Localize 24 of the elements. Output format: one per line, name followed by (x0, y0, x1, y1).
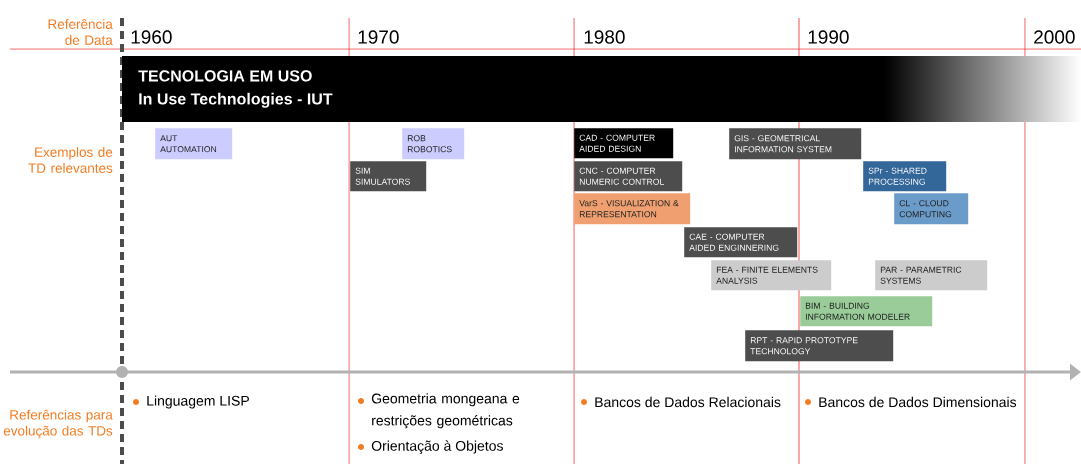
bullet-item: Orientação à Objetos (358, 440, 503, 454)
bullet-item: Linguagem LISP (133, 395, 249, 409)
tech-box: SPr - SHARED PROCESSING (863, 161, 947, 192)
bullet-item: Geometria mongeana e restrições geométricas (358, 393, 520, 429)
tech-box: FEA - FINITE ELEMENTS ANALYSIS (711, 260, 832, 291)
tech-box: RPT - RAPID PROTOTYPE TECHNOLOGY (745, 330, 894, 362)
timeline-band: TECNOLOGIA EM USO In Use Technologies - IUT (122, 56, 1081, 122)
tech-box: CAD - COMPUTER AIDED DESIGN (574, 128, 674, 159)
tech-box: VarS - VISUALIZATION & REPRESENTATION (574, 193, 691, 225)
tech-box: SIM SIMULATORS (350, 161, 427, 192)
bullet-item: Bancos de Dados Dimensionais (805, 396, 1017, 408)
tech-box: ROB ROBOTICS (402, 128, 465, 160)
tech-box: BIM - BUILDING INFORMATION MODELER (800, 296, 933, 327)
year-label: 2000 (1034, 30, 1075, 44)
tech-box: CNC - COMPUTER NUMERIC CONTROL (574, 161, 683, 192)
tech-box: CL - CLOUD COMPUTING (894, 193, 969, 225)
bullet-item: Bancos de Dados Relacionais (581, 396, 781, 408)
tech-box: CAE - COMPUTER AIDED ENGINNERING (684, 227, 798, 258)
tech-box: PAR - PARAMETRIC SYSTEMS (875, 260, 988, 291)
row-header: Referência de Data (48, 19, 113, 45)
tech-box: GIS - GEOMETRICAL INFORMATION SYSTEM (729, 128, 862, 160)
row-header: Referências para evolução das TDs (3, 409, 113, 439)
row-header: Exemplos de TD relevantes (28, 147, 113, 173)
tech-box: AUT AUTOMATION (155, 128, 233, 160)
